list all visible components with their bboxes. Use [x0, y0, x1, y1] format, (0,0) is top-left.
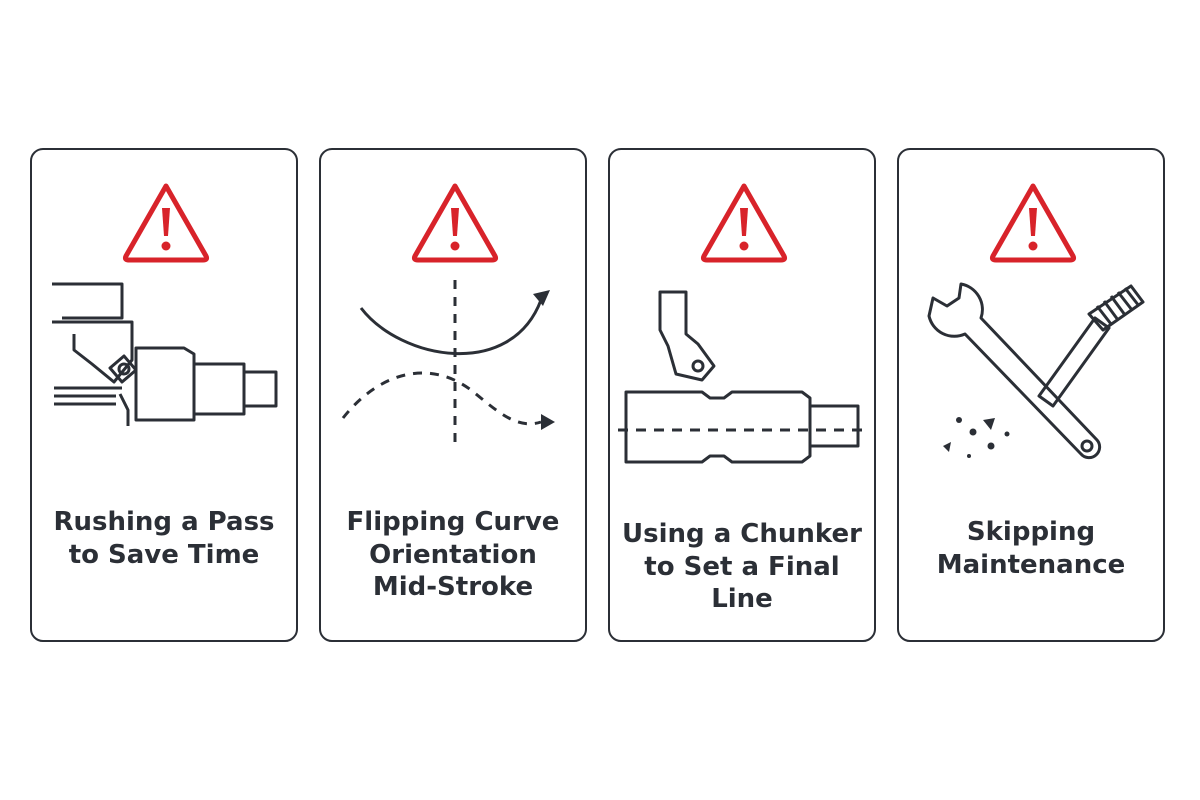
caption-line: Maintenance: [936, 549, 1126, 580]
brush-icon: [1037, 284, 1145, 408]
caption-line: Using a Chunker: [622, 519, 862, 549]
caption-line: Skipping: [966, 517, 1096, 547]
arrow-head-icon: [541, 414, 555, 430]
warning-triangle-icon: [411, 183, 499, 263]
wrench-icon: [927, 282, 1102, 460]
card-caption: Using a Chunker to Set a Final Line: [610, 518, 874, 616]
caption-line: Mid-Stroke: [372, 572, 534, 602]
card-chunker: Using a Chunker to Set a Final Line: [608, 148, 876, 642]
card-caption: Rushing a Pass to Save Time: [32, 506, 296, 571]
card-caption: Flipping Curve Orientation Mid-Stroke: [321, 506, 585, 604]
caption-line: to Save Time: [68, 539, 260, 570]
card-skipping-maintenance: Skipping Maintenance: [897, 148, 1165, 642]
arrow-head-icon: [533, 290, 550, 306]
curve-arrows-illustration: [341, 280, 555, 450]
solid-curve: [359, 299, 543, 356]
card-caption: Skipping Maintenance: [899, 516, 1163, 581]
card-flipping-curve: Flipping Curve Orientation Mid-Stroke: [319, 148, 587, 642]
warning-triangle-icon: [989, 183, 1077, 263]
card-rushing-pass: Rushing a Pass to Save Time: [30, 148, 298, 642]
caption-line: to Set a Final Line: [644, 551, 840, 615]
dashed-curve: [341, 371, 542, 426]
caption-line: Orientation: [369, 539, 537, 570]
warning-triangle-icon: [700, 183, 788, 263]
warning-triangle-icon: [122, 183, 210, 263]
caption-line: Flipping Curve: [346, 507, 560, 537]
maintenance-illustration: [927, 282, 1145, 460]
lathe-tool-illustration: [52, 282, 278, 426]
debris-icon: [943, 417, 1010, 458]
chunker-tool-illustration: [618, 290, 868, 464]
caption-line: Rushing a Pass: [53, 507, 275, 537]
